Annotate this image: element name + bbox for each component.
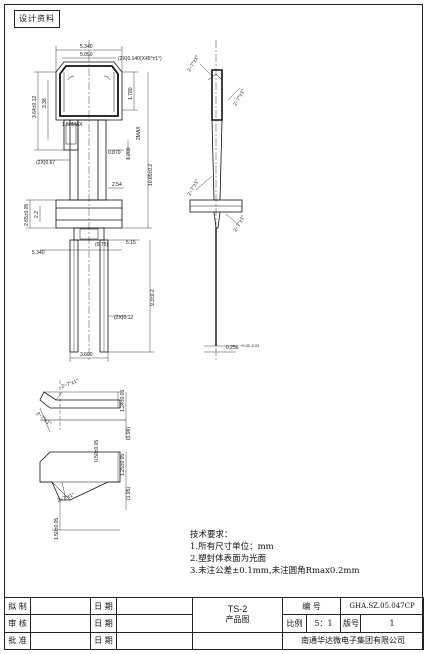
draft-angle-1: 2~7°±1° — [187, 54, 201, 73]
date-label-2: 日 期 — [90, 614, 117, 633]
dim-left-height: 3.64±0.12 — [32, 96, 38, 118]
version-label: 版号 — [340, 614, 362, 633]
version-value: 1 — [360, 614, 425, 633]
section-draft-1: 2~7°±1° — [61, 378, 80, 390]
section-draft-3: 2~7°±1° — [57, 492, 76, 504]
sheet-border — [4, 4, 423, 650]
note-line-1: 1.所有尺寸单位：mm — [190, 542, 274, 552]
title-block: 拟 制 日 期 TS-2 产品图 编 号 GHA.SZ.05.047CP 审 核… — [4, 596, 425, 651]
dim-inner-width: 5.050 — [80, 52, 93, 58]
dim-chamfer: (2X)0.140(X45°±1°) — [118, 56, 162, 62]
dim-leg-thk: (2X)0.12 — [114, 315, 133, 321]
product-code: TS-2 — [227, 604, 248, 615]
number-label: 编 号 — [281, 596, 342, 616]
side-taper — [211, 119, 223, 201]
approve-value — [30, 631, 91, 651]
dim-thickness: 0.256 — [226, 345, 239, 351]
section-height-2: (0.96) — [126, 427, 132, 440]
approve-label: 批 准 — [4, 631, 31, 651]
dim-pin-len: 1.200 — [126, 147, 132, 160]
company-name: 南通华达微电子集团有限公司 — [281, 631, 425, 651]
date-value-2 — [116, 614, 193, 633]
blank-cell — [192, 631, 283, 651]
dim-diameter: 1.50MAX — [62, 122, 83, 128]
review-label: 审 核 — [4, 614, 31, 633]
dim-right-height: 1.780 — [128, 87, 134, 100]
note-line-3: 3.未注公差±0.1mm,未注圆角Rmax0.2mm — [190, 566, 360, 576]
package-body — [69, 119, 107, 201]
side-body — [211, 69, 223, 121]
lead-root — [73, 227, 105, 241]
dim-top-width: 5.340 — [80, 44, 93, 50]
draft-angle-2: 2~7°±1° — [233, 88, 247, 107]
draft-angle-4: 2~7°±1° — [233, 214, 247, 233]
section-height-1: 1.24±0.05 — [120, 390, 126, 412]
section-draft-2: 2~7°±1° — [35, 411, 53, 427]
package-cap — [59, 65, 119, 117]
dim-pin-pitch: 2.54 — [112, 182, 122, 188]
date-value-1 — [116, 596, 193, 616]
scale-label: 比例 — [282, 614, 307, 633]
section-height-5: (1.95) — [126, 487, 132, 500]
scale-value: 5：1 — [305, 614, 342, 633]
dim-bottom-width: 3.600 — [80, 352, 93, 358]
technical-requirements: 技术要求： 1.所有尺寸单位：mm 2.塑封体表面为光面 3.未注公差±0.1m… — [190, 529, 360, 577]
note-line-2: 2.塑封体表面为光面 — [190, 554, 267, 564]
date-value-3 — [116, 631, 193, 651]
section-bottom — [39, 451, 121, 501]
dim-body-total: 10.85±0.2 — [148, 164, 154, 186]
dim-left-inner: 3.38 — [42, 98, 48, 108]
design-data-stamp: 设计资料 — [14, 10, 60, 28]
dim-leg-len: 9.3±0.2 — [150, 289, 156, 306]
dim-pin-gap: 0.870 — [108, 150, 121, 156]
notes-title: 技术要求： — [190, 530, 233, 540]
dim-pmax: 2MAX — [136, 126, 142, 140]
date-label-3: 日 期 — [90, 631, 117, 651]
dim-flange-small: 2.2 — [34, 211, 40, 218]
section-height-3: 0.50±0.05 — [94, 440, 100, 462]
review-value — [30, 614, 91, 633]
dim-leg-w: 5.15 — [126, 240, 136, 246]
dim-gap-075: (0.75) — [95, 242, 108, 248]
dim-thickness-tol: +0.05 -0.03 — [240, 344, 259, 348]
section-height-6: 1.50±0.05 — [54, 518, 60, 540]
section-top — [39, 391, 121, 409]
product-cell: TS-2 产品图 — [192, 597, 283, 633]
dim-pin-2x: (2X)0.67 — [36, 160, 55, 166]
number-value: GHA.SZ.05.047CP — [340, 596, 425, 616]
dim-flange-h: 2.65±0.05 — [24, 204, 30, 226]
draft-label: 拟 制 — [4, 596, 31, 616]
product-name: 产品图 — [225, 615, 250, 625]
date-label-1: 日 期 — [90, 596, 117, 616]
draft-value — [30, 596, 91, 616]
dim-flange-w: 5.340 — [32, 250, 45, 256]
section-height-4: 1.25±0.05 — [120, 454, 126, 476]
